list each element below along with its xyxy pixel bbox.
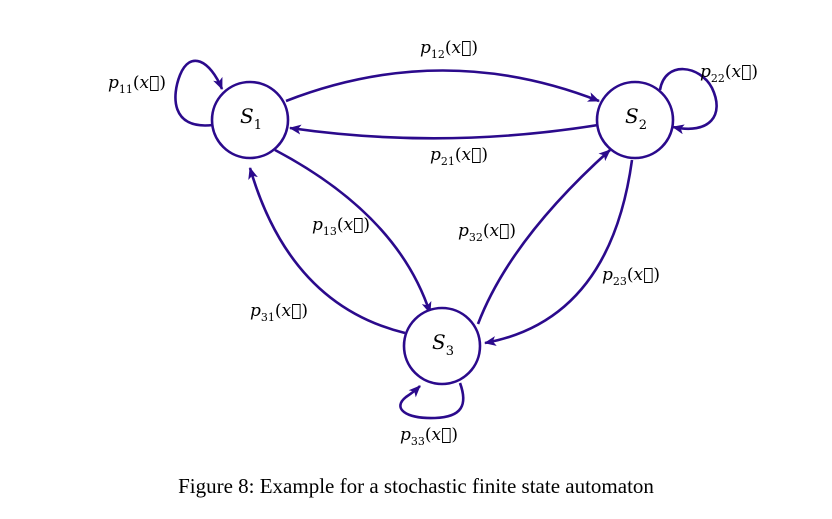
edge-label-p31: p31(x⃗)	[250, 301, 308, 324]
edge-p13	[274, 148, 432, 314]
edge-p33	[399, 382, 465, 420]
edge-label-p21: p21(x⃗)	[430, 145, 488, 168]
state-s1-label: S1	[240, 104, 262, 133]
edge-label-p13: p13(x⃗)	[312, 215, 370, 238]
edge-label-p11: p11(x⃗)	[108, 73, 166, 96]
state-s2-label: S2	[625, 104, 647, 133]
edge-label-p23: p23(x⃗)	[602, 265, 660, 288]
edge-p31	[248, 167, 406, 335]
state-s3-label: S3	[432, 330, 454, 359]
edge-p21	[289, 123, 599, 140]
edge-label-p33: p33(x⃗)	[400, 425, 458, 448]
edge-label-p22: p22(x⃗)	[700, 62, 758, 85]
edge-label-p32: p32(x⃗)	[458, 221, 516, 244]
state-s3: S3	[402, 306, 482, 386]
state-s1: S1	[210, 80, 290, 160]
edge-p32	[476, 149, 611, 325]
edge-p23	[484, 159, 634, 346]
edge-p11	[174, 59, 224, 127]
edge-p12	[285, 69, 600, 103]
edge-label-p12: p12(x⃗)	[420, 38, 478, 61]
figure-caption: Figure 8: Example for a stochastic finit…	[178, 474, 654, 498]
state-s2: S2	[595, 80, 675, 160]
edge-p22	[658, 67, 718, 135]
